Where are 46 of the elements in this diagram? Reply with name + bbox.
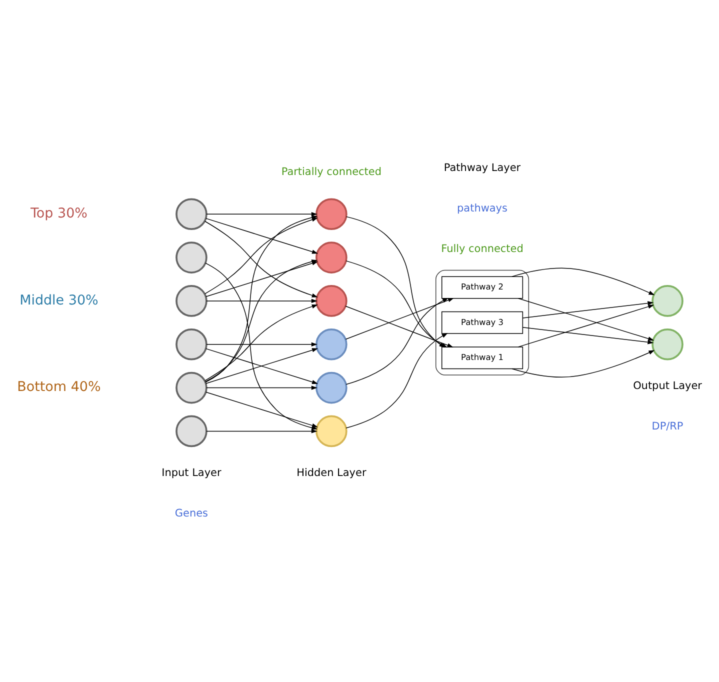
node-circle: [652, 285, 684, 317]
node-circle: [316, 198, 348, 230]
label: pathways: [457, 202, 508, 215]
node-circle: [176, 198, 208, 230]
node-box: Pathway 1: [441, 346, 524, 370]
label: Partially connected: [281, 166, 382, 178]
node-circle: [176, 285, 208, 317]
label: DP/RP: [652, 420, 684, 432]
arrow: [206, 392, 318, 428]
arrow: [206, 386, 318, 390]
node-circle: [316, 415, 348, 448]
node-box: Pathway 3: [441, 311, 524, 334]
node-circle: [176, 328, 208, 360]
label: Hidden Layer: [296, 466, 366, 479]
label: Top 30%: [30, 205, 88, 222]
node-circle: [316, 372, 348, 404]
arrow: [346, 298, 448, 385]
label: Output Layer: [633, 380, 702, 392]
label: Input Layer: [162, 466, 222, 479]
node-circle: [176, 415, 208, 448]
arrow: [518, 298, 654, 341]
node-circle: [316, 242, 348, 274]
arrow: [346, 333, 448, 428]
label: Genes: [174, 507, 208, 520]
cluster: [435, 270, 530, 376]
arrow: [206, 342, 318, 346]
label: Middle 30%: [20, 292, 98, 308]
arrow: [204, 304, 318, 382]
label: Bottom 40%: [17, 379, 101, 396]
arrow: [522, 327, 654, 344]
node-circle: [316, 328, 348, 360]
node-circle: [176, 242, 208, 274]
node-circle: [316, 285, 348, 317]
node-box: Pathway 2: [441, 276, 524, 299]
label: Fully connected: [441, 243, 524, 256]
node-circle: [652, 328, 684, 360]
arrow: [206, 429, 318, 434]
arrow: [518, 304, 654, 348]
arrow: [512, 268, 655, 296]
arrow: [512, 350, 655, 378]
arrow: [345, 298, 454, 340]
arrow: [206, 298, 318, 304]
arrow: [206, 212, 318, 216]
node-circle: [176, 372, 208, 404]
label: Pathway Layer: [444, 162, 521, 174]
arrow: [522, 301, 654, 318]
